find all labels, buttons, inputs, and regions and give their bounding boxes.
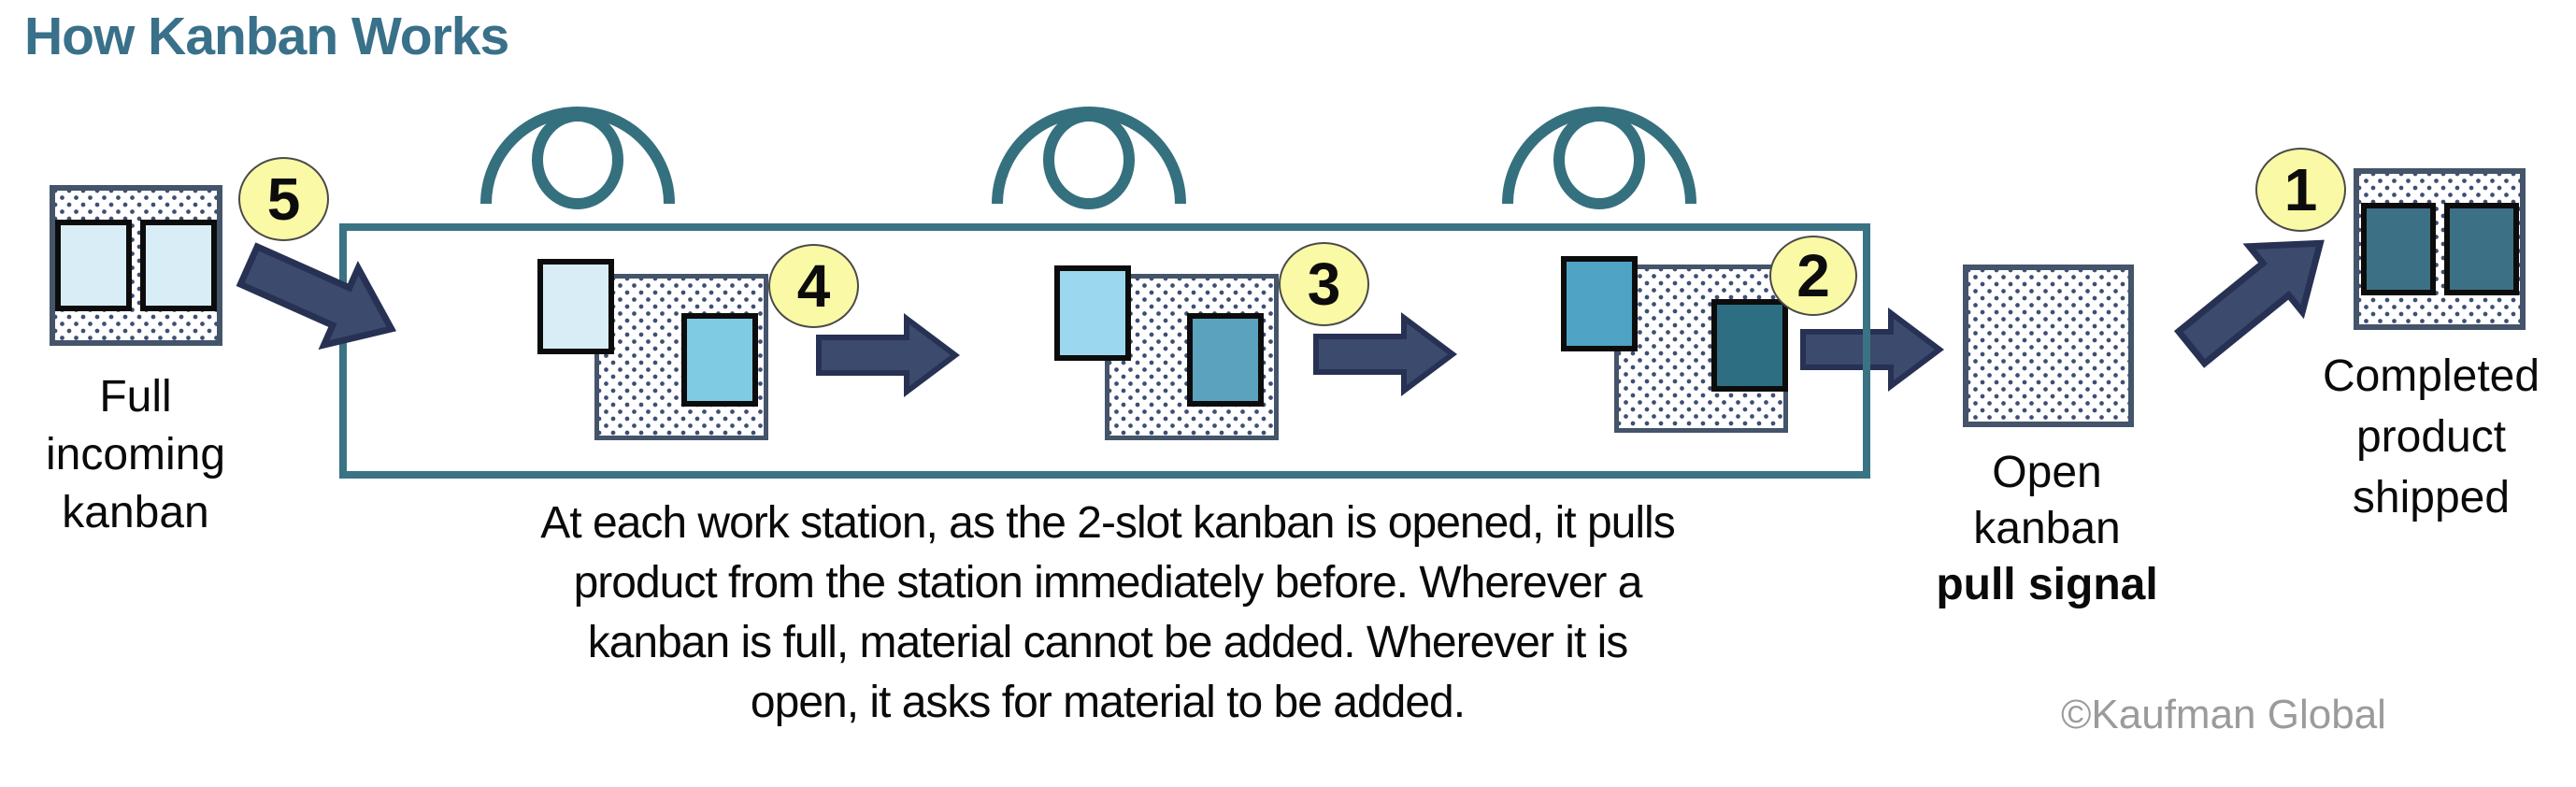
work-cell-outline bbox=[339, 223, 1870, 479]
station-free-square bbox=[1561, 256, 1638, 351]
completed-label: Completed product shipped bbox=[2322, 351, 2540, 522]
step-badge-3: 3 bbox=[1279, 242, 1369, 326]
worker-icon bbox=[479, 97, 677, 209]
incoming-product-square bbox=[140, 220, 217, 311]
incoming-label: Full incoming kanban bbox=[45, 372, 226, 537]
station-free-square bbox=[537, 259, 614, 354]
completed-product-box bbox=[2354, 168, 2526, 330]
open-kanban-label: Open kanban pull signal bbox=[1936, 448, 2158, 609]
worker-icon bbox=[990, 97, 1188, 209]
incoming-kanban-box bbox=[50, 185, 222, 346]
worker-icon bbox=[1500, 97, 1698, 209]
station-slot-square bbox=[1187, 313, 1264, 407]
arrow-up-right-icon bbox=[2159, 205, 2353, 386]
completed-product-square bbox=[2360, 203, 2436, 295]
station-slot-square bbox=[1711, 299, 1788, 392]
page-title: How Kanban Works bbox=[24, 7, 509, 66]
arrow-right-icon bbox=[816, 313, 960, 397]
incoming-product-square bbox=[55, 220, 132, 311]
watermark: ©Kaufman Global bbox=[2061, 692, 2386, 737]
arrow-right-icon bbox=[1313, 312, 1457, 396]
station-slot-square bbox=[681, 313, 758, 407]
arrow-down-right-icon bbox=[226, 222, 414, 374]
step-badge-1: 1 bbox=[2255, 148, 2346, 232]
step-badge-2: 2 bbox=[1769, 236, 1857, 316]
open-kanban-box bbox=[1963, 265, 2134, 427]
description-text: At each work station, as the 2-slot kanb… bbox=[540, 498, 1675, 727]
station-free-square bbox=[1054, 265, 1131, 361]
arrow-right-icon bbox=[1800, 308, 1944, 392]
step-badge-4: 4 bbox=[768, 244, 859, 328]
step-badge-5: 5 bbox=[238, 157, 329, 241]
completed-product-square bbox=[2443, 203, 2519, 295]
